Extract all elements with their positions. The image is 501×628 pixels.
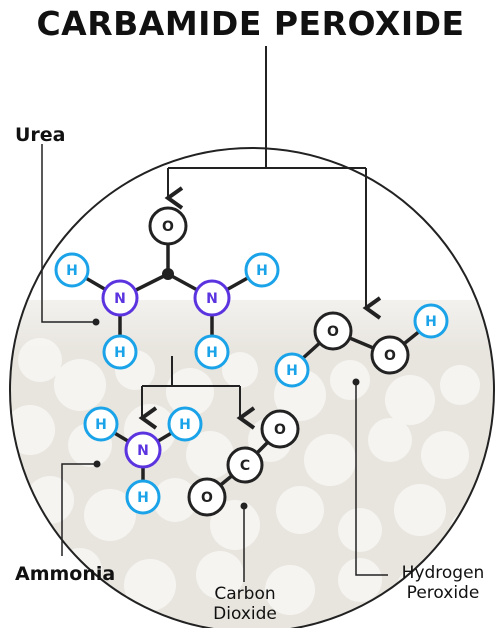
- ammonia-hydrogen-atom: H: [83, 406, 119, 442]
- label-carbon-dioxide-line1: Carbon: [214, 584, 276, 604]
- oxygen-symbol: O: [274, 422, 286, 438]
- oxygen-symbol: O: [162, 219, 174, 235]
- peroxide-hydrogen-atom: H: [274, 352, 310, 388]
- urea-hydrogen-atom: H: [194, 334, 230, 370]
- peroxide-hydrogen-atom: H: [413, 303, 449, 339]
- ammonia-hydrogen-atom: H: [125, 479, 161, 515]
- co2-oxygen-atom: O: [260, 409, 300, 449]
- diagram-title: CARBAMIDE PEROXIDE: [36, 4, 465, 43]
- co2-carbon-atom: C: [226, 446, 264, 484]
- carbon-symbol: C: [240, 458, 250, 474]
- hydrogen-symbol: H: [206, 345, 218, 361]
- decomposition-arrows: [164, 46, 382, 320]
- co2-oxygen-atom: O: [187, 477, 227, 517]
- label-urea: Urea: [15, 124, 66, 146]
- urea-hydrogen-atom: H: [102, 334, 138, 370]
- hydrogen-symbol: H: [137, 490, 149, 506]
- hydrogen-symbol: H: [286, 363, 298, 379]
- nitrogen-symbol: N: [206, 291, 218, 307]
- oxygen-symbol: O: [201, 490, 213, 506]
- label-carbon-dioxide-line2: Dioxide: [213, 604, 277, 624]
- hydrogen-symbol: H: [114, 345, 126, 361]
- nitrogen-symbol: N: [137, 443, 149, 459]
- hydrogen-symbol: H: [425, 314, 437, 330]
- hydrogen-symbol: H: [95, 417, 107, 433]
- urea-hydrogen-atom: H: [244, 252, 280, 288]
- nitrogen-symbol: N: [114, 291, 126, 307]
- oxygen-symbol: O: [327, 324, 339, 340]
- atoms: O N N H H H H H O O H H N H H O C O: [54, 206, 449, 517]
- label-hydrogen-peroxide-line1: Hydrogen: [401, 563, 485, 583]
- label-hydrogen-peroxide: Hydrogen Peroxide: [388, 563, 498, 603]
- hydrogen-symbol: H: [179, 417, 191, 433]
- hydrogen-symbol: H: [66, 263, 78, 279]
- urea-oxygen-atom: O: [148, 206, 188, 246]
- carbon-node: [162, 268, 174, 280]
- peroxide-oxygen-atom: O: [370, 335, 410, 375]
- ammonia-hydrogen-atom: H: [167, 406, 203, 442]
- label-pointers: [41, 144, 388, 582]
- ammonia-nitrogen-atom: N: [124, 431, 162, 469]
- urea-nitrogen-right-atom: N: [193, 279, 231, 317]
- label-ammonia: Ammonia: [15, 563, 116, 585]
- urea-hydrogen-atom: H: [54, 252, 90, 288]
- label-carbon-dioxide: Carbon Dioxide: [200, 584, 290, 624]
- oxygen-symbol: O: [384, 348, 396, 364]
- urea-breakdown-arrows: [138, 356, 256, 430]
- hydrogen-symbol: H: [256, 263, 268, 279]
- urea-nitrogen-left-atom: N: [101, 279, 139, 317]
- label-hydrogen-peroxide-line2: Peroxide: [406, 583, 480, 603]
- peroxide-oxygen-atom: O: [313, 311, 353, 351]
- magnifier-circle: [9, 147, 495, 628]
